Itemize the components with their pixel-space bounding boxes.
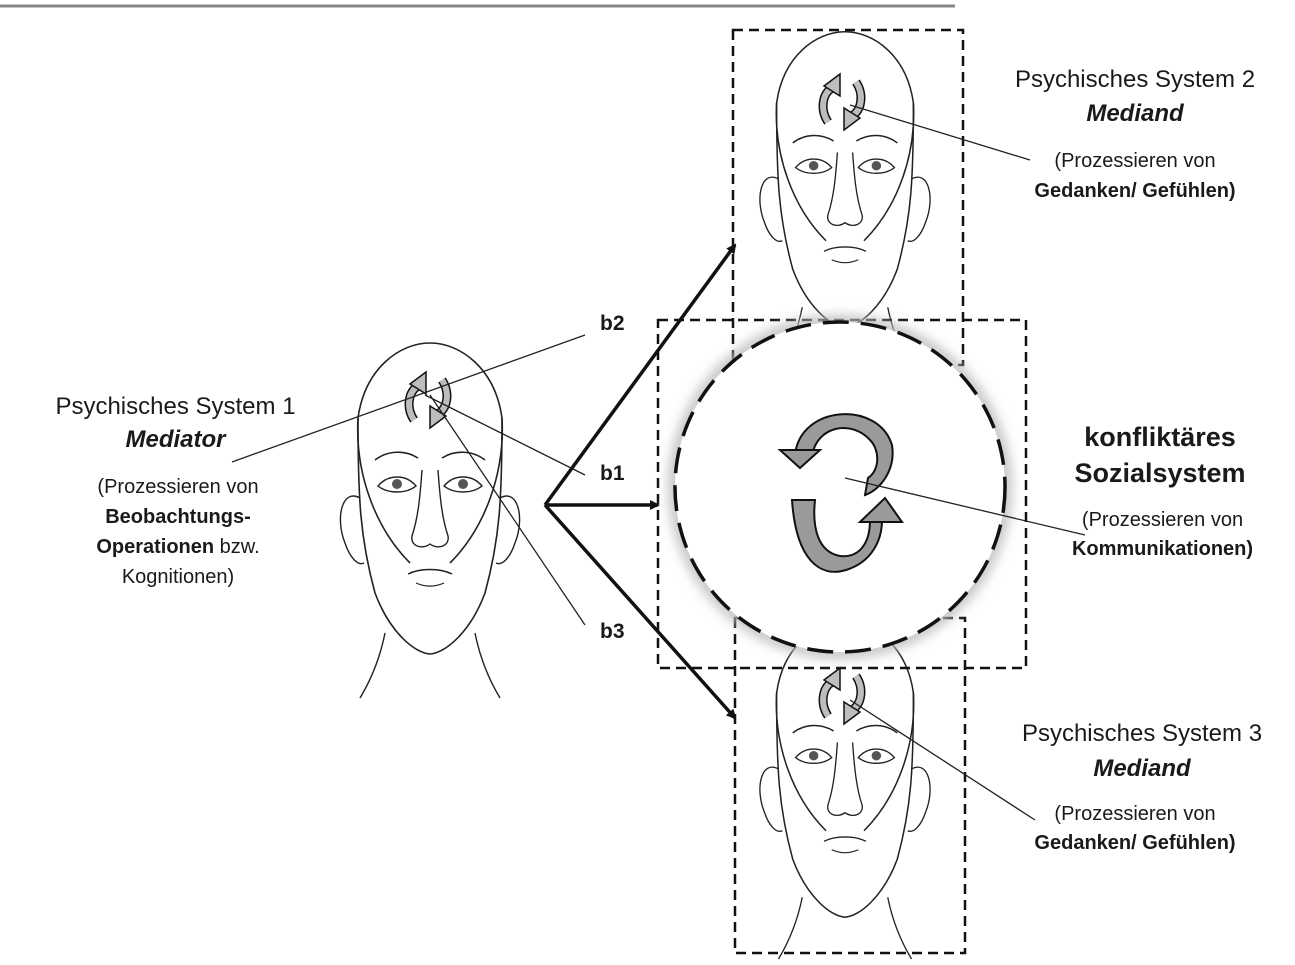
cycle-icon-mediator bbox=[409, 372, 447, 428]
leader-b2 bbox=[231, 334, 586, 463]
leader-social bbox=[844, 477, 1086, 536]
social-desc-open: (Prozessieren von bbox=[1081, 509, 1244, 531]
leader-s2 bbox=[849, 104, 1031, 161]
label-b2: b2 bbox=[600, 312, 625, 335]
leader-b1 bbox=[424, 394, 586, 476]
s2-desc-bold: Gedanken/ Gefühlen) bbox=[1034, 180, 1236, 202]
s3-title: Psychisches System 3 bbox=[1021, 720, 1263, 747]
s1-desc-line: Operationen bzw. bbox=[28, 536, 328, 559]
social-title-1: konfliktäres bbox=[1084, 422, 1236, 452]
label-b3: b3 bbox=[600, 620, 625, 643]
social-title-2: Sozialsystem bbox=[1074, 458, 1246, 488]
arrow-b3 bbox=[543, 503, 737, 720]
s3-desc-bold: Gedanken/ Gefühlen) bbox=[1034, 832, 1236, 854]
label-b1: b1 bbox=[600, 462, 625, 485]
frame-system-2 bbox=[731, 28, 965, 367]
social-circle bbox=[673, 320, 1007, 654]
head-mediand-3 bbox=[759, 620, 931, 960]
s1-desc-mid: bzw. bbox=[214, 536, 260, 558]
s1-title: Psychisches System 1 bbox=[55, 393, 296, 420]
cycle-icon-mediand-2 bbox=[823, 74, 861, 130]
leader-s3 bbox=[849, 699, 1036, 821]
s3-desc-open: (Prozessieren von bbox=[1054, 803, 1216, 825]
leader-b3 bbox=[429, 394, 586, 626]
s1-desc-bold-2: Operationen bbox=[96, 536, 215, 558]
s2-title: Psychisches System 2 bbox=[1014, 66, 1256, 93]
s1-desc-bold-1: Beobachtungs- bbox=[105, 506, 251, 528]
head-mediator bbox=[339, 342, 521, 699]
arrow-b2 bbox=[543, 243, 737, 507]
s3-role: Mediand bbox=[1093, 755, 1191, 782]
s2-role: Mediand bbox=[1086, 100, 1184, 127]
social-cycle-icon bbox=[777, 413, 904, 573]
s1-desc-open: (Prozessieren von bbox=[97, 476, 259, 498]
s1-desc-close: Kognitionen) bbox=[121, 566, 235, 588]
s1-role: Mediator bbox=[125, 426, 226, 453]
social-desc-bold: Kommunikationen) bbox=[1071, 538, 1254, 560]
s2-desc-open: (Prozessieren von bbox=[1054, 150, 1216, 172]
cycle-icon-mediand-3 bbox=[823, 668, 861, 724]
